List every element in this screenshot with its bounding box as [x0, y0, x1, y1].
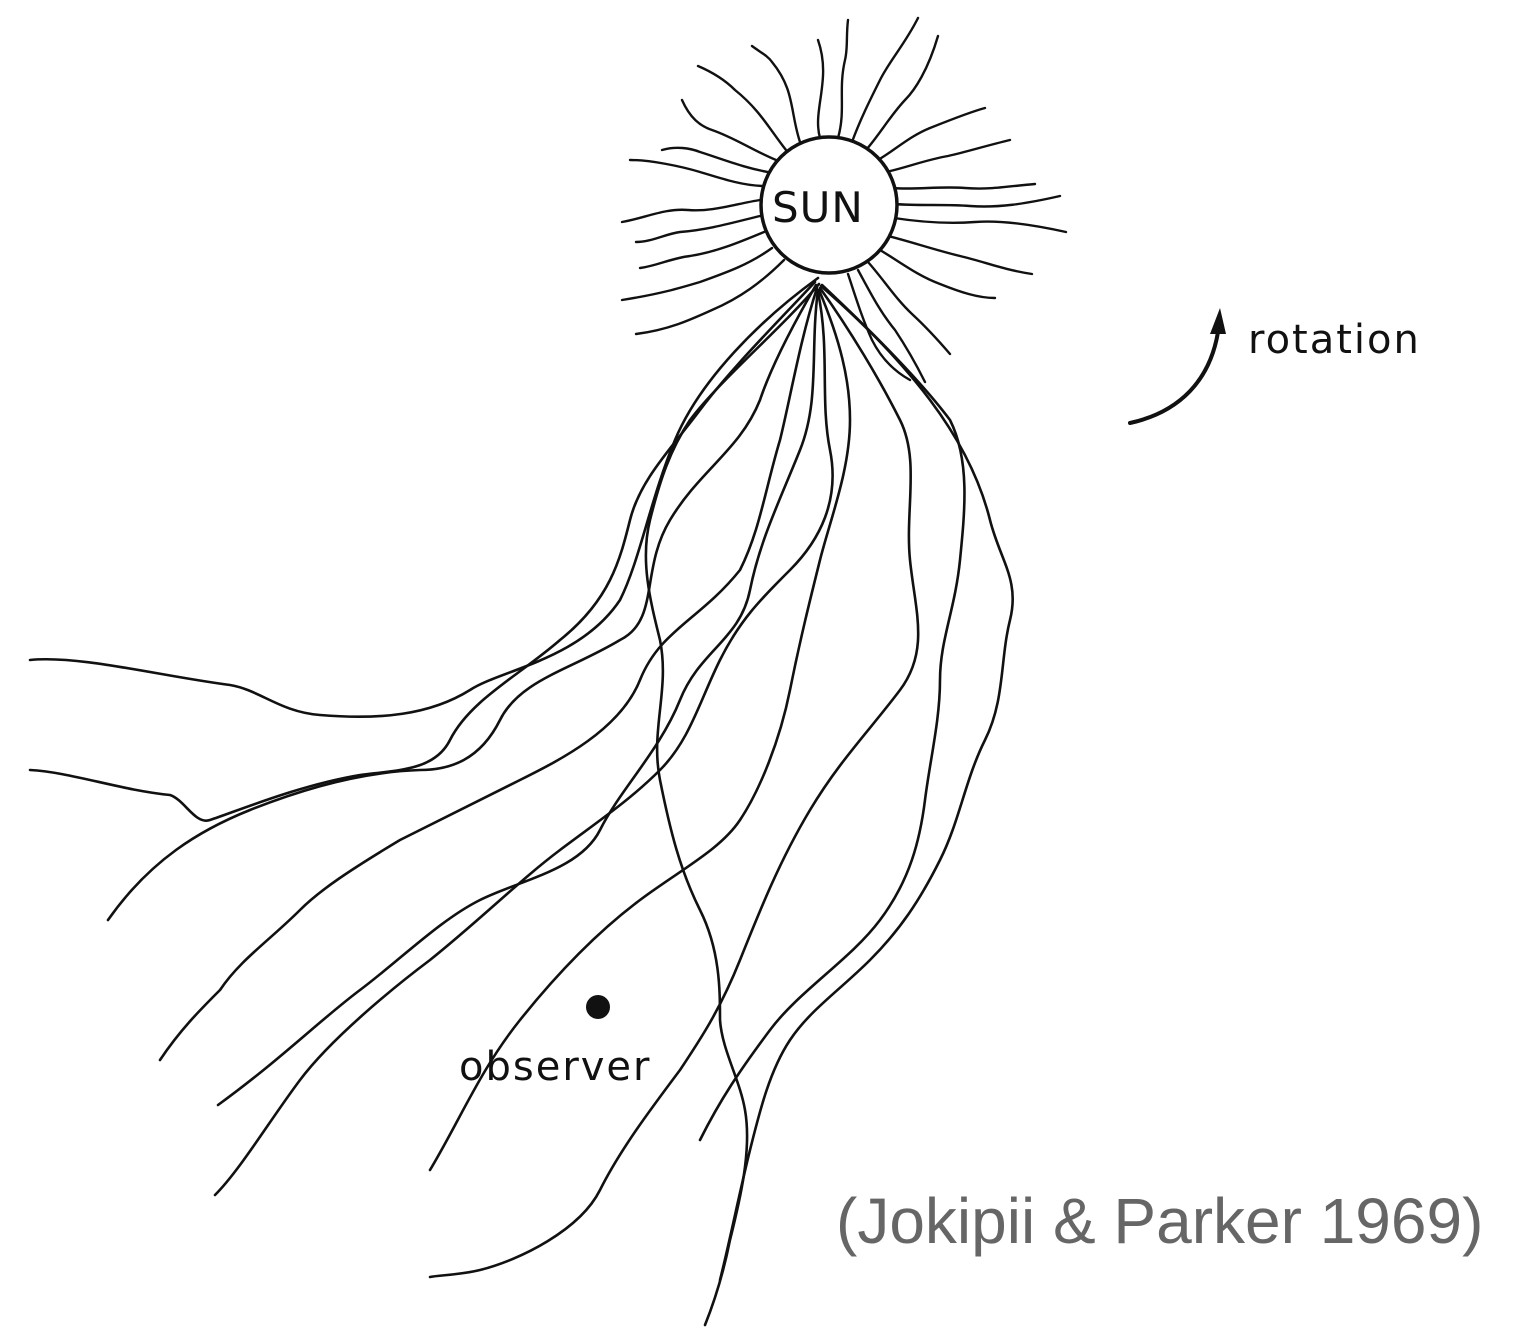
field-line [30, 278, 818, 717]
field-line [160, 288, 817, 1060]
rotation-label: rotation [1248, 317, 1421, 363]
field-line [30, 282, 815, 821]
citation: (Jokipii & Parker 1969) [836, 1184, 1483, 1258]
field-line [430, 288, 918, 1277]
sun-label: SUN [772, 183, 864, 232]
field-line [646, 284, 819, 1325]
rotation-arrow [1130, 308, 1226, 423]
field-line [720, 286, 1013, 1280]
field-lines [30, 278, 1013, 1325]
field-line [700, 285, 964, 1140]
observer-label: observer [459, 1044, 651, 1090]
observer-dot [586, 995, 610, 1019]
